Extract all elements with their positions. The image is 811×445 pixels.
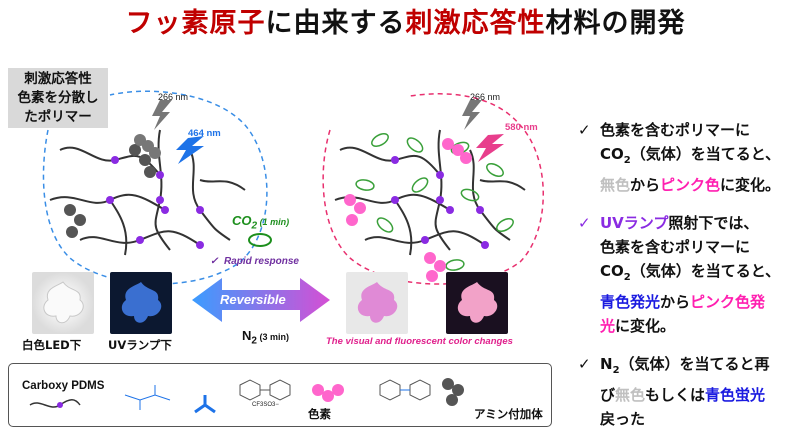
legend-trifunctional-icon [194,395,216,414]
bullet-2: ✓ UVランプ照射下では、 色素を含むポリマーに CO2（気体）を当てると、 青… [578,211,804,338]
title-part-stimuli: 刺激応答性 [405,8,546,39]
white-led-label: 白色LED下 [22,338,82,352]
photo-uv-lamp-left [110,272,172,334]
legend-dye-icon [312,384,344,402]
check-icon: ✓ [578,214,591,232]
left-amine-adducts [64,144,156,238]
label-line-2: 色素を分散し [17,90,99,106]
check-icon: ✓ [578,121,591,139]
legend-dye-label: 色素 [308,409,331,421]
right-co2-ellipses [355,133,514,271]
right-uv-wavelength: 266 nm [470,92,501,102]
bullet-3: ✓ N2（気体）を当てると再 び無色もしくは青色蛍光 戻った [578,352,804,431]
reversible-arrow [192,278,330,322]
visual-change-caption: The visual and fluorescent color changes [326,336,513,347]
polymer-diagram [29,90,544,414]
right-crosslinkers [391,156,489,249]
title-part-material: 材料の開発 [545,8,686,39]
left-crosslinkers [106,156,204,249]
title-part-fluorine: フッ素原子 [125,8,266,39]
photo-white-led-left [32,272,94,334]
bullet-1: ✓ 色素を含むポリマーに CO2（気体）を当てると、 無色からピンク色に変化。 [578,118,804,197]
label-line-3: たポリマー [24,109,92,125]
page-title: フッ素原子に由来する刺激応答性材料の開発 [0,4,811,44]
reversible-label: Reversible [220,292,286,307]
legend-amine-label: アミン付加体 [474,409,543,421]
check-icon: ✓ [578,355,591,373]
legend-dye-structure [239,379,291,401]
right-uv-bolt-icon [462,100,504,162]
n2-label: N2 (3 min) [242,328,289,347]
co2-ellipse-icon [248,233,272,247]
left-floating-dye-icon [134,134,161,159]
legend-carboxy-dot [57,402,63,408]
co2-label: CO2 (1 min) [232,213,290,232]
bullet-list: ✓ 色素を含むポリマーに CO2（気体）を当てると、 無色からピンク色に変化。 … [578,118,804,445]
title-part-derived: に由来する [265,8,406,39]
polymer-label-box: 刺激応答性 色素を分散し たポリマー [8,68,108,128]
legend-carboxy-label: Carboxy PDMS [22,380,105,392]
photo-white-led-right [346,272,408,334]
left-uv-bolt-icon [152,100,204,164]
legend-amine-molecule [124,385,171,410]
legend-amine-adduct-icon [442,378,464,406]
right-dye-pink [344,194,446,282]
right-dashed-circle [322,93,544,285]
right-emission-label: 580 nm [505,122,538,133]
legend-box [8,363,552,427]
legend-formula-label: CF3SO3− [252,402,279,408]
left-uv-wavelength: 266 nm [158,92,189,102]
right-floating-dye-icon [442,138,472,164]
photo-uv-lamp-right [446,272,508,334]
legend-amine-adduct-structure [379,379,431,401]
left-dashed-circle [42,90,268,285]
rapid-response-label: ✓ Rapid response [210,256,299,267]
left-emission-label: 464 nm [188,128,221,139]
uv-lamp-label: UVランプ下 [108,338,172,352]
label-line-1: 刺激応答性 [24,71,92,87]
